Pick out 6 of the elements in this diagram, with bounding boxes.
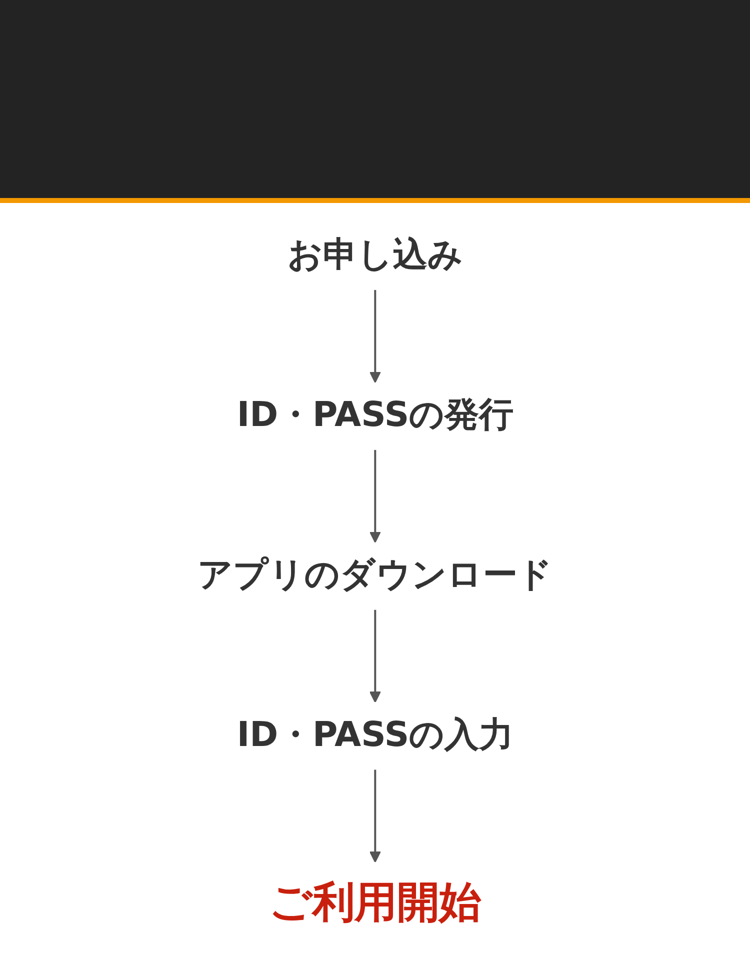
arrow — [369, 449, 381, 542]
step-label: お申し込み — [271, 222, 479, 290]
arrow — [369, 289, 381, 382]
arrow — [369, 769, 381, 862]
arrow — [369, 609, 381, 702]
step-label: ご利用開始 — [252, 862, 498, 941]
